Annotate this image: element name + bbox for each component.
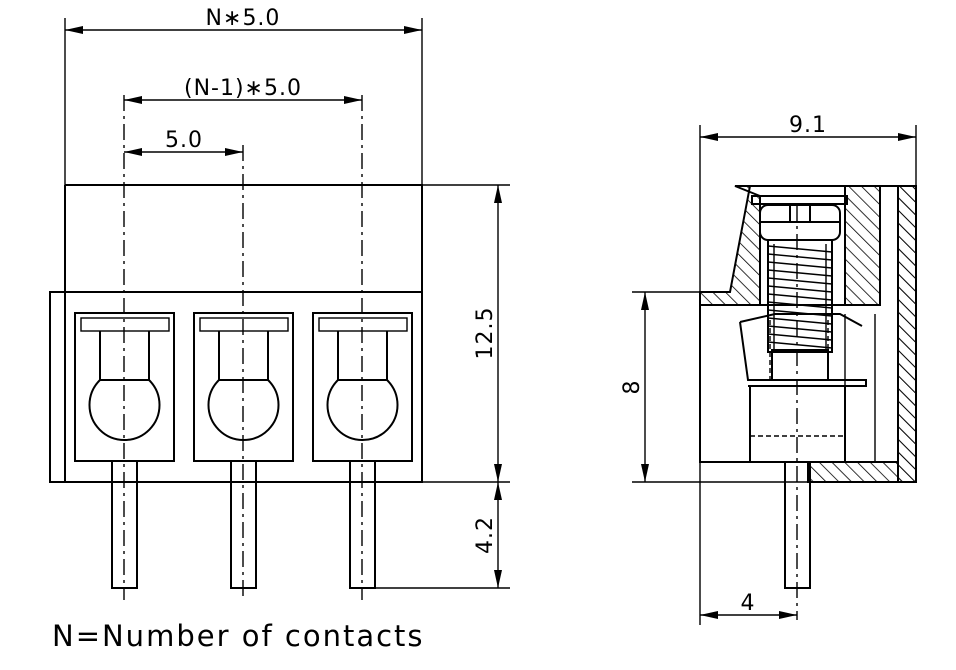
dim-opening-height-label: 8 xyxy=(620,380,645,395)
dim-body-height-label: 12.5 xyxy=(473,307,498,360)
front-view: N∗5.0 (N-1)∗5.0 5.0 12.5 xyxy=(49,6,510,653)
dim-total-width-label: N∗5.0 xyxy=(206,6,281,31)
dim-pitch-label: 5.0 xyxy=(165,128,203,153)
dim-pitch-span-label: (N-1)∗5.0 xyxy=(184,76,302,101)
dim-pin-length: 4.2 xyxy=(473,482,502,588)
side-view: 9.1 8 4 xyxy=(620,113,917,625)
side-outline xyxy=(699,185,917,483)
dim-depth-label: 9.1 xyxy=(789,113,827,138)
dim-opening-height: 8 xyxy=(620,292,649,482)
note-text: N=Number of contacts xyxy=(52,619,425,653)
dim-body-height: 12.5 xyxy=(473,185,502,482)
dim-depth: 9.1 xyxy=(700,113,916,141)
dim-pitch: 5.0 xyxy=(124,128,243,156)
dim-total-width: N∗5.0 xyxy=(65,6,422,34)
front-body-lower xyxy=(49,291,423,483)
dim-pin-offset: 4 xyxy=(700,591,797,619)
dim-pitch-span: (N-1)∗5.0 xyxy=(124,76,362,104)
clamp-cage xyxy=(739,313,867,387)
screw-head xyxy=(751,195,848,241)
housing-right-inner xyxy=(897,185,917,483)
dim-pin-offset-label: 4 xyxy=(741,591,756,616)
screw-thread xyxy=(767,239,833,353)
dim-pin-length-label: 4.2 xyxy=(473,516,498,554)
